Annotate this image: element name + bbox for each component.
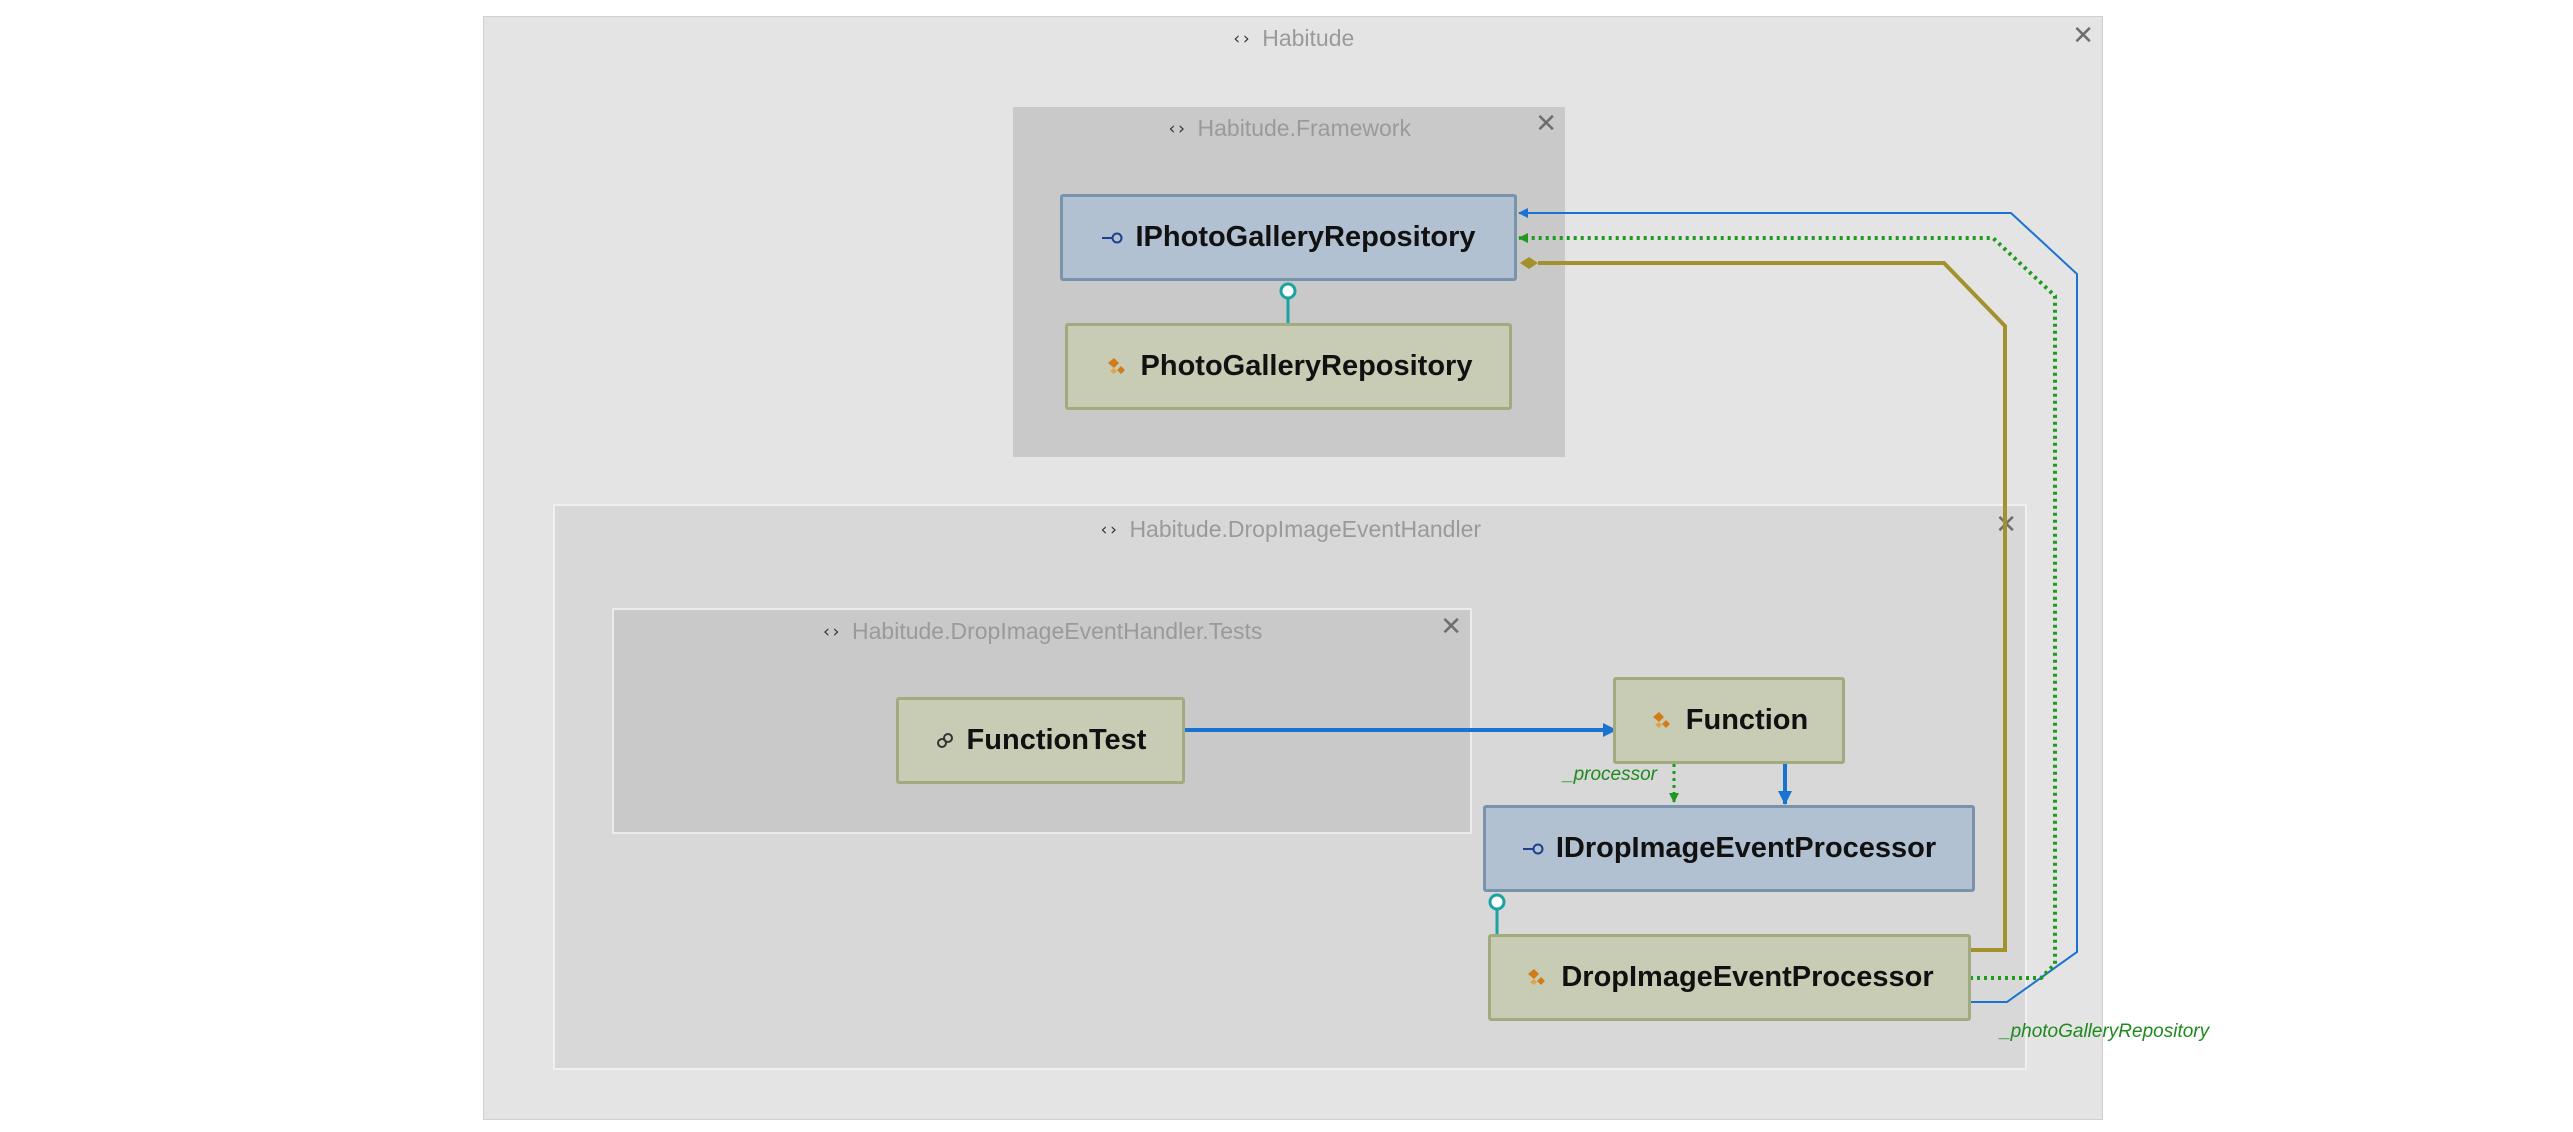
class-icon: [1528, 968, 1546, 985]
class-icon: [1107, 357, 1125, 374]
implements-lollipop: [1488, 893, 1506, 911]
group-label: Habitude.Framework: [1197, 115, 1411, 141]
interface-icon: [1522, 843, 1544, 854]
implements-lollipop: [1279, 282, 1297, 300]
edge-dropprocessor-to-iphotorepo-call[interactable]: [1518, 208, 2078, 1003]
node-iphotogalleryrepository[interactable]: IPhotoGalleryRepository: [1060, 194, 1517, 281]
node-photogalleryrepository[interactable]: PhotoGalleryRepository: [1065, 323, 1512, 410]
class-icon: [1652, 711, 1670, 728]
close-icon[interactable]: ✕: [1440, 612, 1462, 642]
node-label: FunctionTest: [966, 724, 1147, 756]
node-label: DropImageEventProcessor: [1561, 961, 1934, 993]
close-icon[interactable]: ✕: [2072, 21, 2094, 51]
group-label: Habitude.DropImageEventHandler.Tests: [852, 618, 1263, 644]
group-label: Habitude: [1262, 25, 1355, 51]
interface-icon: [1102, 232, 1123, 243]
node-functiontest[interactable]: FunctionTest: [896, 697, 1185, 784]
group-title: ‹› Habitude.DropImageEventHandler.Tests: [614, 618, 1470, 645]
group-title: ‹› Habitude.Framework: [1013, 115, 1565, 142]
node-label: IDropImageEventProcessor: [1555, 832, 1937, 864]
namespace-icon: ‹›: [1098, 520, 1119, 540]
node-label: PhotoGalleryRepository: [1140, 350, 1473, 382]
edge-composition[interactable]: [1538, 261, 2007, 952]
node-label: Function: [1685, 704, 1809, 736]
node-idropimageeventprocessor[interactable]: IDropImageEventProcessor: [1483, 805, 1975, 892]
edge-label-photogalleryrepository: _photoGalleryRepository: [2000, 1021, 2210, 1042]
close-icon[interactable]: ✕: [1535, 109, 1557, 139]
edge-label-processor: _processor: [1563, 764, 1657, 785]
namespace-icon: ‹›: [1231, 29, 1252, 49]
node-function[interactable]: Function: [1613, 677, 1845, 764]
node-dropimageeventprocessor[interactable]: DropImageEventProcessor: [1488, 934, 1971, 1021]
group-title: ‹› Habitude.DropImageEventHandler: [555, 516, 2025, 543]
namespace-icon: ‹›: [1167, 119, 1187, 139]
composition-diamond: [1520, 257, 1538, 269]
group-label: Habitude.DropImageEventHandler: [1129, 516, 1482, 542]
group-title: ‹› Habitude: [484, 25, 2102, 52]
node-label: IPhotoGalleryRepository: [1135, 221, 1476, 253]
namespace-icon: ‹›: [821, 622, 842, 642]
test-class-icon: [936, 732, 953, 748]
